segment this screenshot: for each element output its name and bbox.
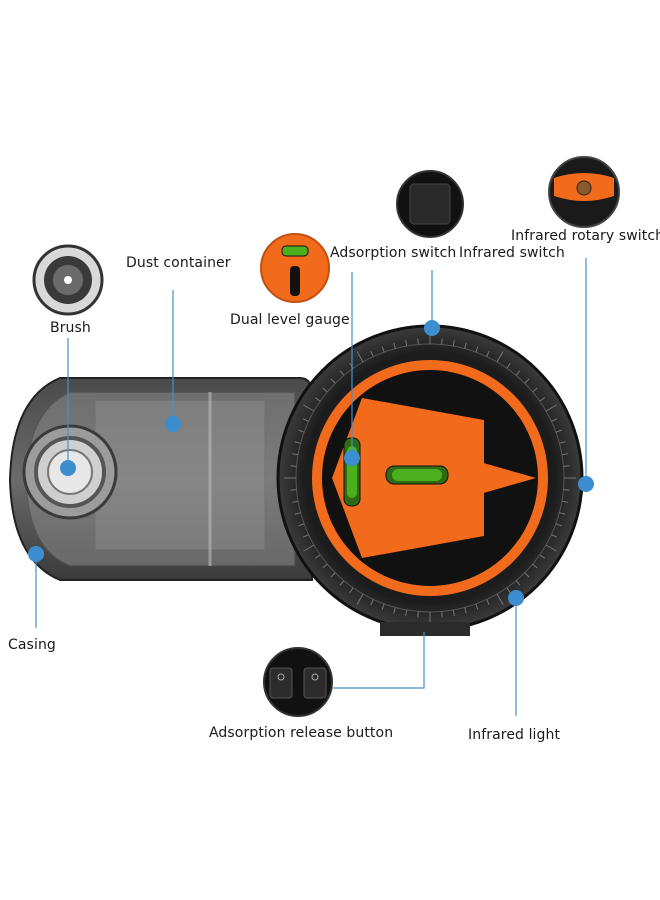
dial-tick	[486, 599, 490, 606]
dial-tick	[330, 378, 336, 384]
dial-tick	[496, 593, 504, 605]
adsorption-switch-icon	[396, 170, 464, 238]
dial-tick	[506, 363, 511, 369]
dial-tick	[315, 397, 321, 402]
dial-tick	[339, 580, 345, 586]
dial-tick	[563, 465, 570, 467]
dial-tick	[417, 611, 419, 618]
dial-tick	[524, 378, 530, 384]
dial-tick	[486, 350, 490, 357]
dial-tick	[290, 465, 297, 467]
infrared-rotary-switch-icon	[548, 156, 620, 228]
dial-ticks	[284, 332, 576, 624]
dial-tick	[356, 351, 364, 363]
dial-tick	[292, 500, 299, 503]
dial-tick	[303, 544, 315, 552]
dial-tick	[441, 611, 443, 618]
dial-tick	[302, 534, 309, 538]
dial-tick	[539, 397, 545, 402]
dial-tick	[506, 587, 511, 593]
dial-tick	[464, 607, 467, 614]
dial-tick	[555, 523, 562, 527]
dial-tick	[370, 599, 374, 606]
dial-tick	[532, 387, 538, 393]
dial-tick	[539, 554, 545, 559]
label-adsorption-switch: Adsorption switch	[330, 245, 457, 261]
dial-tick	[559, 441, 566, 444]
dial-tick	[330, 572, 336, 578]
label-infrared-light: Infrared light	[468, 727, 561, 743]
dial-tick	[370, 350, 374, 357]
dial-tick	[405, 340, 408, 347]
dial-tick	[322, 387, 328, 393]
level-gauge-icon	[260, 233, 330, 303]
label-infrared-rotary-switch: Infrared rotary switch	[511, 228, 660, 244]
dial-tick	[464, 342, 467, 349]
dial-tick	[417, 338, 419, 345]
dial-tick	[303, 404, 315, 412]
dial-tick	[441, 338, 443, 345]
dial-tick	[393, 342, 396, 349]
leader-lines	[35, 258, 587, 716]
label-casing: Casing	[8, 637, 56, 653]
label-brush: Brush	[50, 320, 91, 336]
dial-tick	[381, 603, 385, 610]
dial-tick	[452, 340, 455, 347]
dial-tick	[405, 609, 408, 616]
dial-tick	[496, 351, 504, 363]
dial-tick	[551, 418, 558, 422]
dial-tick	[532, 563, 538, 569]
dial-tick	[298, 429, 305, 433]
dial-tick	[545, 544, 557, 552]
label-infrared-switch: Infrared switch	[459, 245, 565, 261]
dial-tick	[515, 370, 521, 376]
dial-tick	[561, 500, 568, 503]
label-dust-container: Dust container	[126, 255, 231, 271]
dial-tick	[294, 512, 301, 515]
dial-tick	[561, 453, 568, 456]
label-dual-level-gauge: Dual level gauge	[230, 312, 350, 328]
dial	[276, 324, 584, 632]
dial-tick	[292, 453, 299, 456]
dial-tick	[298, 523, 305, 527]
dial-tick	[475, 603, 479, 610]
dial-tick	[563, 489, 570, 491]
dial-tick	[393, 607, 396, 614]
dial-tick	[349, 587, 354, 593]
dial-tick	[322, 563, 328, 569]
dial-tick	[452, 609, 455, 616]
dial-tick	[302, 418, 309, 422]
dial-tick	[475, 346, 479, 353]
dial-tick	[294, 441, 301, 444]
dial-tick	[290, 489, 297, 491]
dial-tick	[551, 534, 558, 538]
dial-tick	[515, 580, 521, 586]
release-button-icon	[263, 647, 333, 717]
callout-dots	[28, 320, 594, 606]
dial-tick	[356, 593, 364, 605]
brush-ring	[22, 424, 118, 520]
dial-tick	[339, 370, 345, 376]
dial-tick	[545, 404, 557, 412]
dial-tick	[559, 512, 566, 515]
brush-icon	[32, 244, 104, 316]
dial-tick	[555, 429, 562, 433]
switch-housing	[380, 622, 470, 636]
dial-tick	[381, 346, 385, 353]
label-adsorption-release-button: Adsorption release button	[209, 725, 394, 741]
dial-tick	[315, 554, 321, 559]
dial-tick	[524, 572, 530, 578]
